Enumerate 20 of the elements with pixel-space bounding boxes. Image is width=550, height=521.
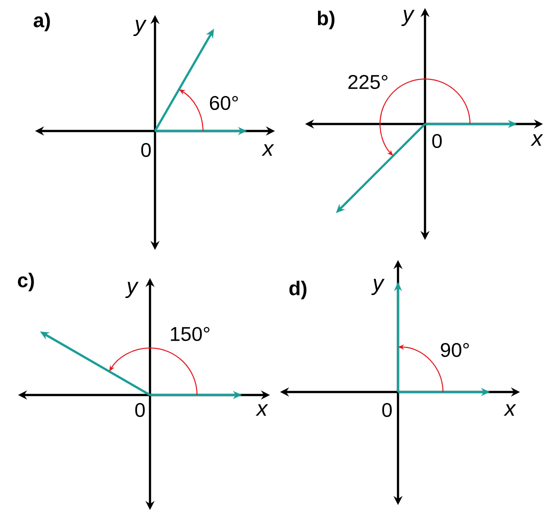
- origin-label: 0: [141, 142, 151, 158]
- panel-label: b): [318, 10, 334, 30]
- axis-label: x: [530, 134, 544, 146]
- axis-label: y: [125, 282, 139, 298]
- angle-label: 90°: [440, 342, 469, 358]
- origin-label: 0: [432, 134, 442, 148]
- angle-label: 225°: [348, 74, 388, 90]
- panel-label: a): [34, 12, 50, 32]
- axis-label: y: [401, 10, 415, 26]
- origin-label: 0: [382, 402, 392, 418]
- panel-label: c): [18, 272, 34, 292]
- angle-label: 60°: [210, 96, 238, 110]
- axis-label: y: [371, 278, 385, 296]
- origin-label: 0: [135, 402, 145, 418]
- axis-label: x: [256, 404, 268, 416]
- axis-label: y: [133, 20, 147, 36]
- angle-label: 150°: [170, 326, 210, 342]
- axis-label: x: [504, 404, 516, 416]
- panel-label: d): [289, 280, 306, 300]
- axis-label: x: [262, 144, 274, 156]
